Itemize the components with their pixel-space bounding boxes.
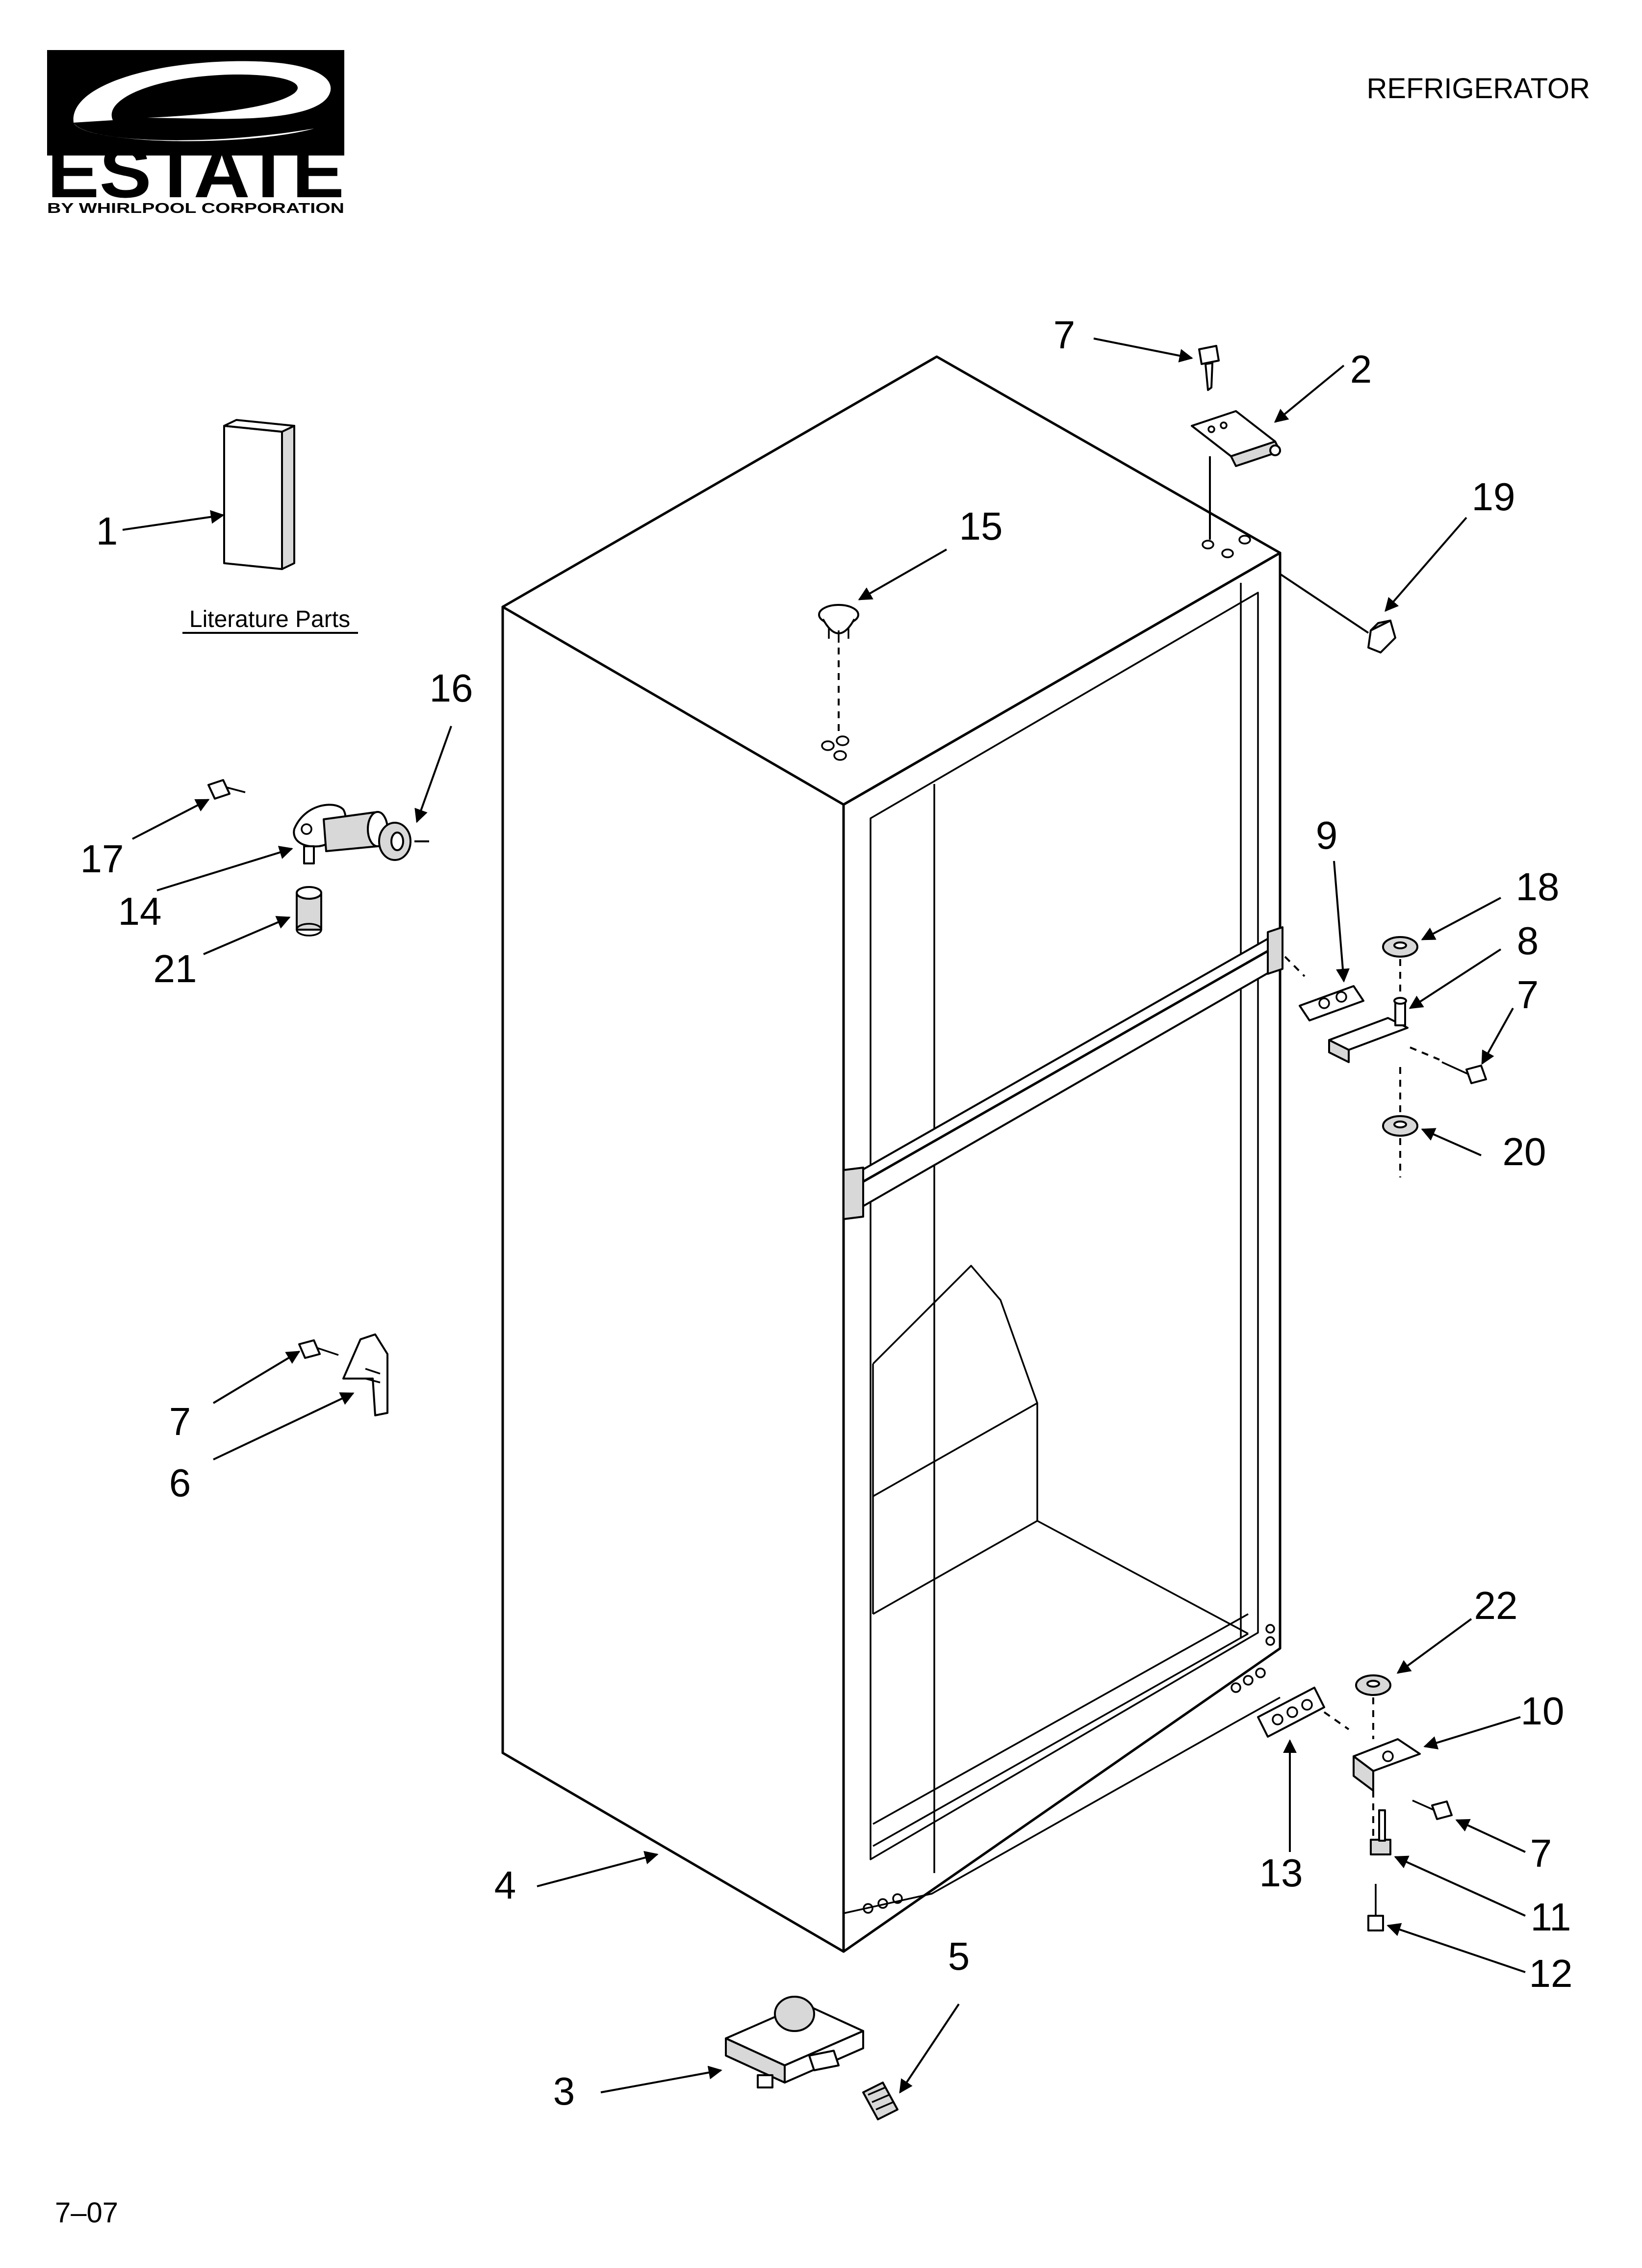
callout-15: 15 [959, 504, 1003, 548]
center-hinge [1328, 997, 1409, 1063]
bottom-hinge [1353, 1738, 1421, 1792]
callout-22: 22 [1474, 1584, 1518, 1627]
callout-21: 21 [154, 947, 197, 991]
callout-9: 9 [1316, 813, 1338, 857]
center-hinge-washer-top [1382, 936, 1418, 958]
top-hinge-screw [1198, 345, 1220, 391]
callout-2: 2 [1350, 347, 1372, 391]
center-hinge-washer-bottom [1382, 1115, 1418, 1137]
roller-assembly [725, 1996, 864, 2088]
top-hinge [1191, 410, 1281, 467]
callout-14: 14 [118, 889, 162, 933]
callout-7-left: 7 [169, 1400, 191, 1443]
roller-adjusting-screw [862, 2082, 898, 2120]
callout-18: 18 [1516, 865, 1560, 909]
handle-washer [378, 822, 411, 861]
door-stop-latch [342, 1333, 388, 1416]
callout-17: 17 [80, 837, 124, 881]
callout-10: 10 [1521, 1689, 1565, 1733]
left-screw [298, 1339, 339, 1359]
literature-label: Literature Parts [189, 606, 350, 632]
center-hinge-screw [1441, 1061, 1487, 1084]
bottom-hinge-shim [1257, 1687, 1325, 1738]
callout-3: 3 [553, 2069, 575, 2113]
callout-4: 4 [494, 1863, 516, 1907]
bottom-hinge-pin [1370, 1809, 1391, 1855]
date-code: 7–07 [55, 2197, 118, 2229]
top-plug [818, 604, 859, 643]
callout-13: 13 [1259, 1851, 1303, 1895]
hinge-cover [1367, 620, 1396, 653]
handle-spacer [296, 886, 322, 937]
callout-7-top: 7 [1053, 313, 1076, 357]
brand-subtitle: BY WHIRLPOOL CORPORATION [47, 201, 344, 216]
doc-title: REFRIGERATOR [1367, 73, 1590, 104]
refrigerator-cabinet [501, 355, 1282, 1953]
handle-bracket-screw [207, 779, 246, 800]
callout-7-bottom: 7 [1530, 1831, 1552, 1875]
brand-name: ESTATE [47, 132, 344, 213]
callout-1: 1 [96, 509, 118, 553]
handle-bracket [293, 804, 388, 864]
callout-11: 11 [1530, 1895, 1571, 1939]
callout-19: 19 [1472, 475, 1515, 519]
bottom-hinge-pin-screw [1367, 1884, 1384, 1931]
literature-booklet [223, 419, 295, 570]
callout-20: 20 [1503, 1130, 1546, 1173]
divider-rail [843, 926, 1283, 1220]
callout-6: 6 [169, 1461, 191, 1505]
estate-logo: ESTATE BY WHIRLPOOL CORPORATION [47, 50, 344, 216]
callout-16: 16 [430, 666, 473, 710]
callout-5: 5 [948, 1934, 970, 1978]
callout-12: 12 [1529, 1952, 1573, 1995]
callout-8: 8 [1517, 919, 1539, 963]
bottom-hinge-screw [1412, 1799, 1453, 1820]
bottom-hinge-washer [1355, 1674, 1391, 1696]
callout-7-hinge: 7 [1517, 973, 1539, 1017]
center-hinge-shim [1299, 985, 1364, 1021]
